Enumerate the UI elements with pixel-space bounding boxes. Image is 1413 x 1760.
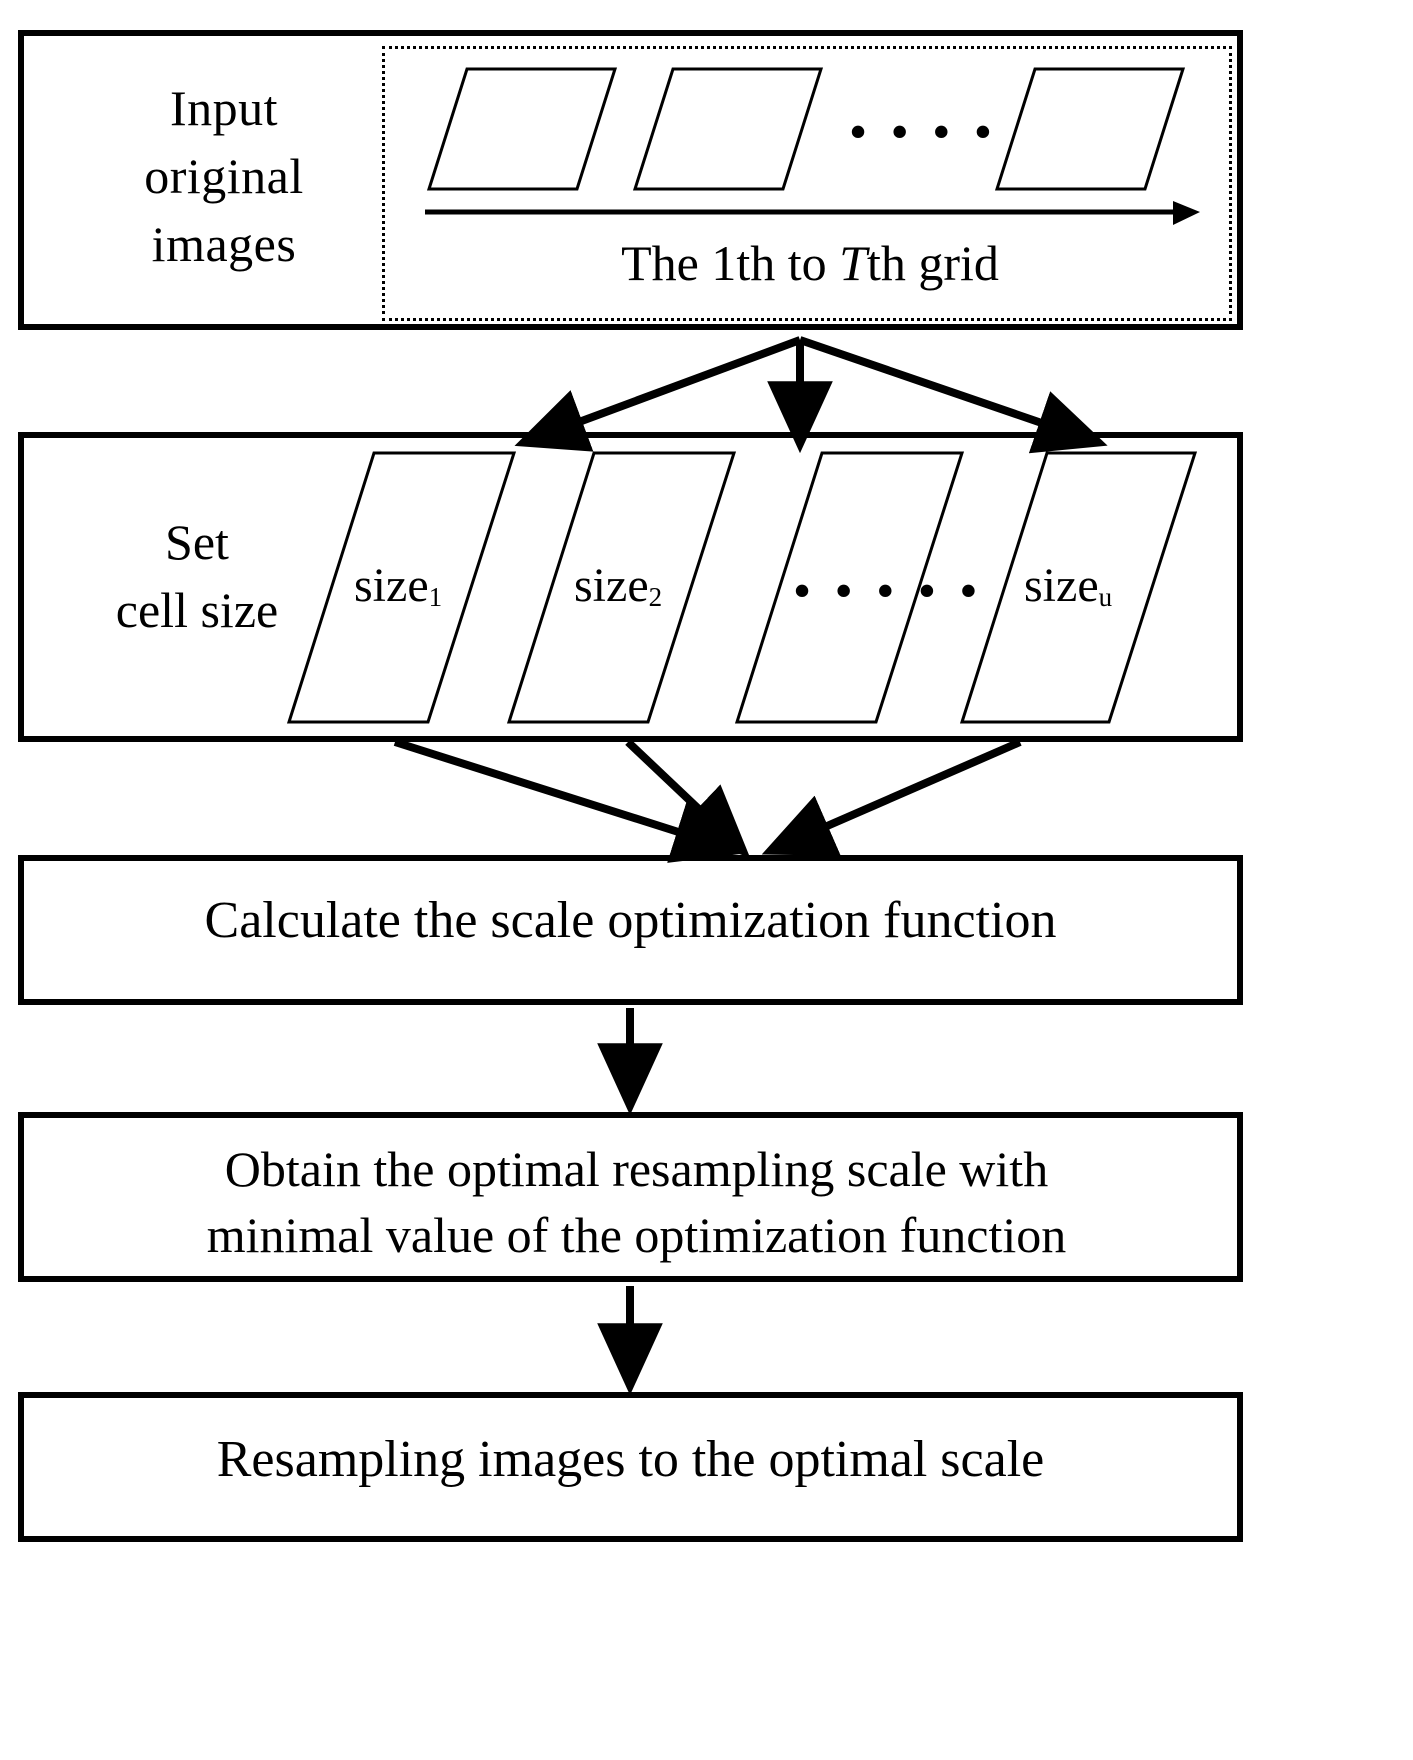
grid-tile-1-icon [426,67,618,192]
step-box-calculate-scale-optimization: Calculate the scale optimization functio… [18,855,1243,1005]
grid-range-caption: The 1th to Tth grid [385,234,1235,292]
calculate-scale-optimization-label: Calculate the scale optimization functio… [204,892,1057,949]
input-label-line-2: original [144,148,304,204]
cell-size-u-label: sizeu [1024,558,1112,613]
grid-caption-prefix: The 1th to [621,235,840,291]
cell-size-1-shape-icon [286,450,517,725]
cellsize-label-line-1: Set [165,514,229,570]
input-original-images-label: Input original images [74,74,374,278]
obtain-label-line-1: Obtain the optimal resampling scale with [224,1141,1049,1197]
cell-size-u-shape-icon [959,450,1199,725]
cell-size-2-label: size2 [574,558,662,613]
cellsize-label-line-2: cell size [115,582,279,638]
cell-size-2-base: size [574,559,649,612]
arrow-input-to-cellsize-u [798,336,1108,454]
cell-size-1-base: size [354,559,429,612]
grid-caption-suffix: th grid [866,235,999,291]
cell-size-1-subscript: 1 [428,582,443,612]
cell-size-2-shape-icon [506,450,737,725]
cell-size-u-base: size [1024,559,1099,612]
arrow-input-to-cellsize-1 [514,336,802,452]
cell-size-2-subscript: 2 [648,582,663,612]
input-label-line-3: images [151,216,297,272]
grid-tile-2-icon [632,67,824,192]
grid-sequence-dotted-region: • • • • • • The 1th to Tth grid [382,46,1232,321]
step-box-resampling-images: Resampling images to the optimal scale [18,1392,1243,1542]
cell-size-ellipsis-dots: • • • • • • [794,565,1026,616]
arrow-cellsize2-to-calculate [625,739,751,858]
cell-size-u-subscript: u [1098,582,1113,612]
step-box-obtain-optimal-scale: Obtain the optimal resampling scale with… [18,1112,1243,1282]
grid-caption-italic-T: T [839,235,867,291]
input-label-line-1: Input [169,80,279,136]
set-cell-size-label: Set cell size [52,508,342,644]
cell-size-1-label: size1 [354,558,442,613]
arrow-cellsize1-to-calculate [393,738,746,863]
cell-size-ellipsis-shape-icon [734,450,965,725]
grid-order-arrow-icon [425,199,1200,233]
grid-tile-T-icon [994,67,1186,192]
step-box-input-original-images: Input original images • • • • • • [18,30,1243,330]
obtain-optimal-scale-label: Obtain the optimal resampling scale with… [34,1136,1239,1268]
resampling-images-label: Resampling images to the optimal scale [216,1431,1045,1488]
step-box-set-cell-size: Set cell size size1 size2 • • • • • [18,432,1243,742]
arrow-cellsizeu-to-calculate [761,738,1022,856]
obtain-label-line-2: minimal value of the optimization functi… [206,1207,1067,1263]
